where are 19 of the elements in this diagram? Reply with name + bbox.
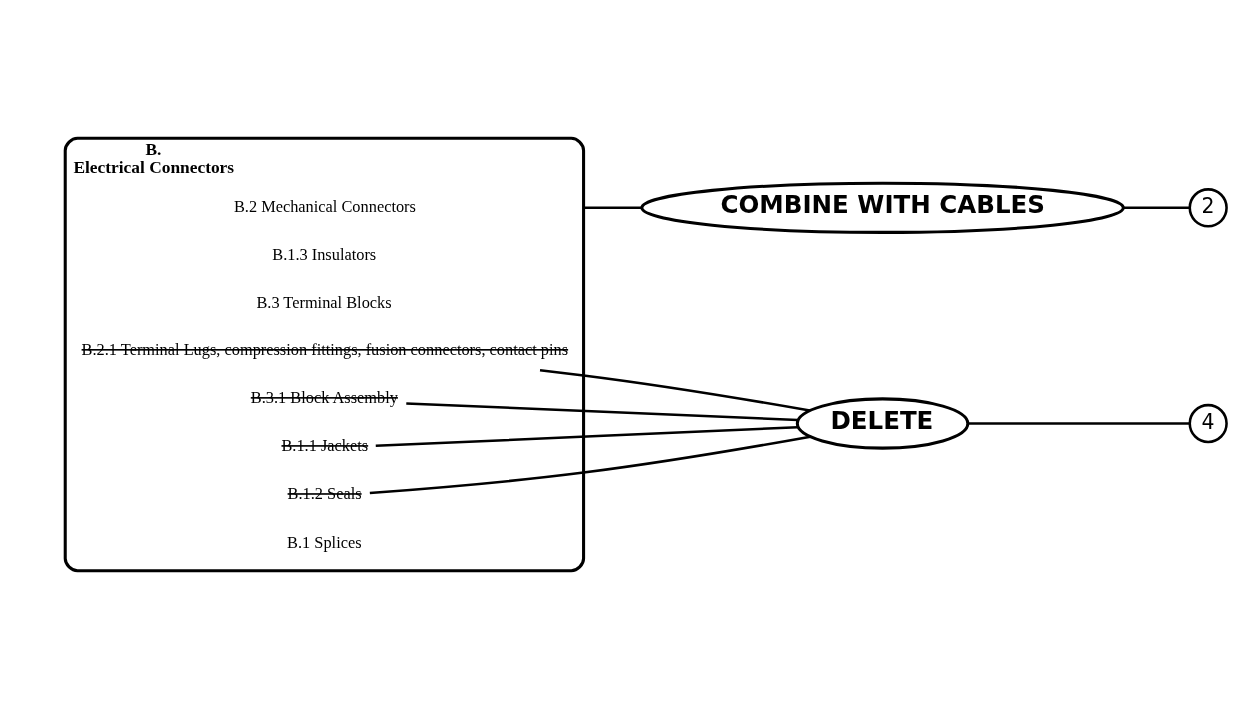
connector xyxy=(406,401,798,421)
node-text: B.3.1 Block Assembly xyxy=(250,387,398,407)
connector xyxy=(369,434,811,494)
node-text: B.1.2 Seals xyxy=(287,483,362,503)
node-ellipse: DELETE xyxy=(795,396,970,450)
node-text: B.2.1 Terminal Lugs, compression fittings, fusion connectors, contact pins xyxy=(81,339,569,359)
connector xyxy=(1123,206,1190,209)
node-text: B.1.1 Jackets xyxy=(281,435,369,455)
node-text: B.2 Mechanical Connectors xyxy=(233,196,416,216)
connector xyxy=(375,425,798,447)
node-text: B.3 Terminal Blocks xyxy=(256,292,392,312)
connector xyxy=(583,206,642,209)
node-text: B.1.3 Insulators xyxy=(272,244,377,264)
connector xyxy=(968,421,1190,425)
node-ellipse: COMBINE WITH CABLES xyxy=(640,181,1125,234)
node-text: B.1 Splices xyxy=(287,532,362,552)
connector xyxy=(539,368,811,412)
node-circle: 4 xyxy=(1188,403,1228,443)
node-circle: 2 xyxy=(1188,187,1228,227)
